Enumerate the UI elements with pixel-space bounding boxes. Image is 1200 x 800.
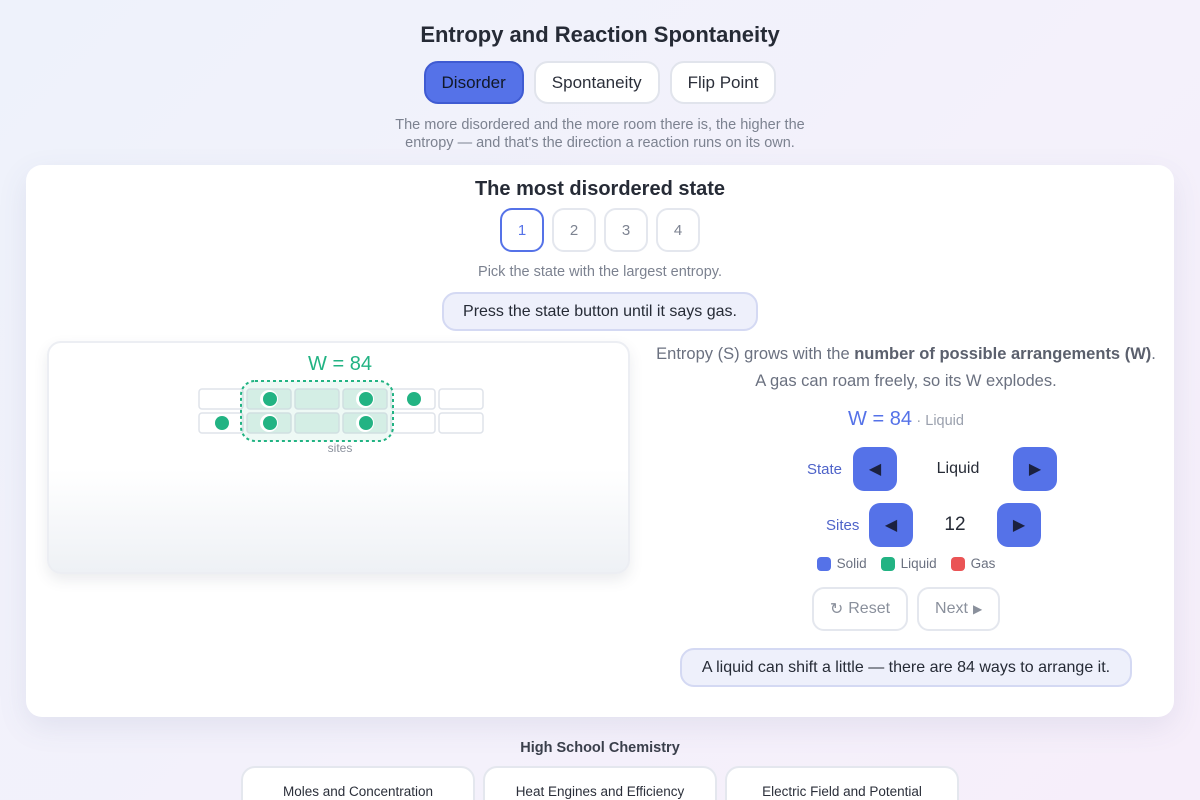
w-readout-value: W = 84 (848, 408, 912, 430)
legend-item-solid: Solid (816, 556, 867, 571)
step-1-button[interactable]: 1 (500, 208, 544, 252)
particle-grid-svg: W = 84 sites (198, 353, 484, 455)
gas-swatch (950, 556, 965, 571)
legend-item-liquid: Liquid (880, 556, 937, 571)
particle (263, 416, 277, 430)
related-card-electric-field[interactable]: Electric Field and Potential (725, 766, 959, 800)
reset-button[interactable]: ↻ Reset (811, 587, 909, 631)
legend-label-solid: Solid (836, 556, 867, 571)
action-row: ↻ Reset Next ▶ (656, 587, 1156, 631)
sites-next-button[interactable]: ▶ (997, 503, 1041, 547)
tab-spontaneity[interactable]: Spontaneity (533, 61, 660, 104)
lesson-card: The most disordered state 1 2 3 4 Pick t… (26, 165, 1174, 717)
tab-disorder[interactable]: Disorder (423, 61, 524, 104)
state-label: State (807, 460, 843, 478)
related-card-heat-engines[interactable]: Heat Engines and Efficiency (483, 766, 717, 800)
next-button[interactable]: Next ▶ (917, 587, 1001, 631)
related-card-moles[interactable]: Moles and Concentration (241, 766, 475, 800)
footer-heading: High School Chemistry (520, 740, 680, 756)
sites-prev-button[interactable]: ◀ (869, 503, 913, 547)
hint-pill: Press the state button until it says gas… (442, 292, 758, 331)
state-prev-button[interactable]: ◀ (853, 447, 897, 491)
sites-value: 12 (944, 514, 966, 535)
particle (263, 392, 277, 406)
grid-site (198, 388, 244, 410)
triangle-left-icon: ◀ (884, 517, 898, 534)
state-next-button[interactable]: ▶ (1013, 447, 1057, 491)
step-3-button[interactable]: 3 (604, 208, 648, 252)
explanation-part-1: Entropy (S) grows with the (656, 345, 855, 363)
tab-flip-point[interactable]: Flip Point (669, 61, 777, 104)
triangle-right-icon: ▶ (1028, 461, 1042, 478)
w-count-label: W = 84 (308, 353, 372, 375)
card-title: The most disordered state (474, 178, 726, 200)
phase-legend: Solid Liquid Gas (656, 556, 1156, 571)
particle (215, 416, 229, 430)
legend-label-gas: Gas (970, 556, 996, 571)
liquid-swatch (880, 556, 895, 571)
particle (359, 416, 373, 430)
state-control: State ◀ Liquid ▶ (656, 447, 1156, 491)
page-title: Entropy and Reaction Spontaneity (420, 22, 780, 47)
intro-text: The more disordered and the more room th… (395, 117, 805, 151)
triangle-left-icon: ◀ (868, 461, 882, 478)
top-tabs: Disorder Spontaneity Flip Point (0, 61, 1200, 104)
step-2-button[interactable]: 2 (552, 208, 596, 252)
grid-site (294, 388, 340, 410)
grid-site (438, 412, 484, 434)
w-readout-phase: · Liquid (916, 413, 964, 429)
status-pill: A liquid can shift a little — there are … (680, 648, 1132, 687)
triangle-right-icon: ▶ (1012, 517, 1026, 534)
instruction-text: Pick the state with the largest entropy. (478, 264, 722, 280)
step-4-button[interactable]: 4 (656, 208, 700, 252)
grid-site (294, 412, 340, 434)
legend-item-gas: Gas (950, 556, 996, 571)
sites-label: sites (328, 441, 353, 455)
play-icon: ▶ (972, 602, 983, 616)
explanation-text: Entropy (S) grows with the number of pos… (656, 341, 1156, 395)
reset-label: Reset (848, 600, 891, 617)
related-lessons: Moles and Concentration Heat Engines and… (0, 766, 1200, 800)
state-value: Liquid (936, 460, 980, 477)
liquid-region (240, 380, 394, 442)
sites-label-control: Sites (826, 516, 860, 534)
solid-swatch (816, 556, 831, 571)
grid-site (438, 388, 484, 410)
explanation-bold: number of possible arrangements (W) (854, 345, 1152, 363)
particle (407, 392, 421, 406)
next-label: Next (935, 600, 968, 617)
w-readout: W = 84 · Liquid (656, 408, 1156, 431)
particle (359, 392, 373, 406)
step-selector: 1 2 3 4 (26, 208, 1174, 252)
explanation-part-2: . A gas can roam freely, so its W explod… (755, 345, 1156, 390)
particle-visualization: W = 84 sites (47, 341, 630, 574)
legend-label-liquid: Liquid (900, 556, 937, 571)
sites-control: Sites ◀ 12 ▶ (656, 503, 1156, 547)
grid-site (390, 412, 436, 434)
reset-icon: ↻ (829, 601, 844, 618)
